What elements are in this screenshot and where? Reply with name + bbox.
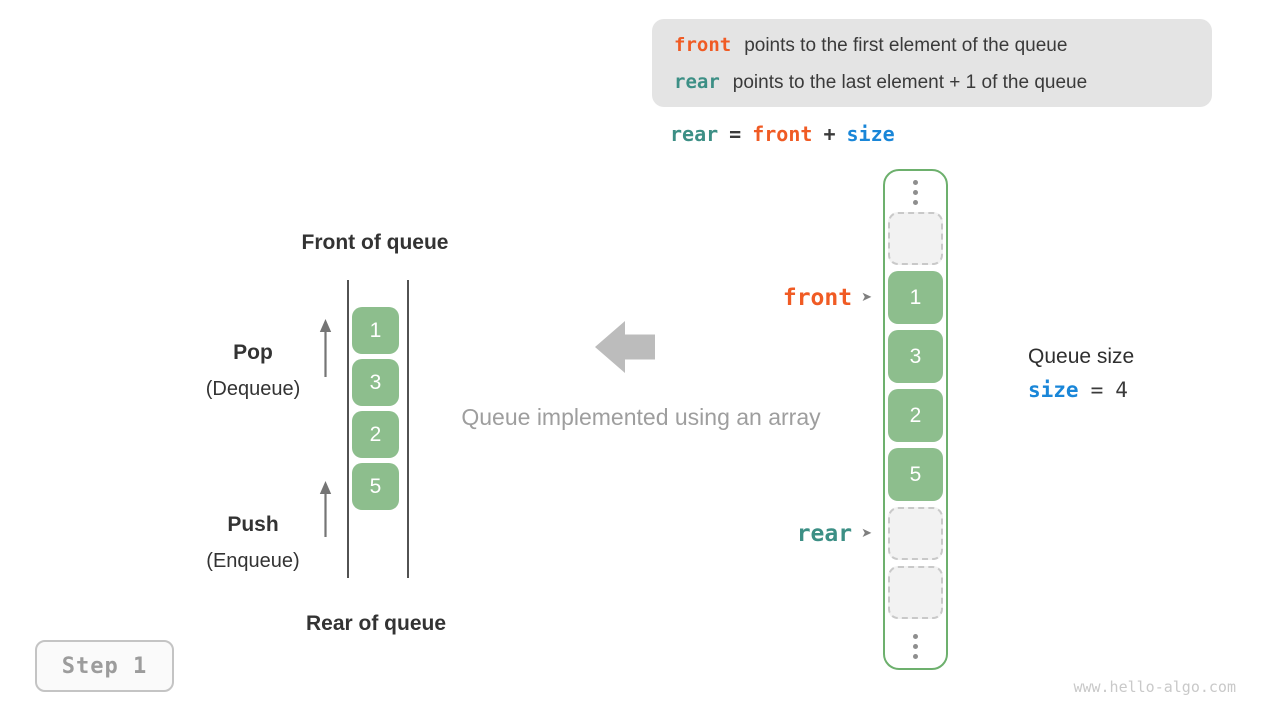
array-slot-filled: 2 xyxy=(888,389,943,442)
vertical-ellipsis-icon xyxy=(885,180,946,205)
equation-token: front xyxy=(752,122,813,146)
equation-token: + xyxy=(823,122,836,146)
diagram-caption: Queue implemented using an array xyxy=(461,404,821,430)
watermark: www.hello-algo.com xyxy=(1073,678,1236,696)
size-variable: size xyxy=(1028,378,1079,402)
queue-element-box: 3 xyxy=(352,359,399,406)
legend-line: front points to the first element of the … xyxy=(674,27,1212,64)
equation-token: rear xyxy=(670,122,719,146)
vertical-ellipsis-icon xyxy=(885,634,946,659)
queue-element-box: 5 xyxy=(352,463,399,510)
equation-token: = xyxy=(729,122,742,146)
array-slots: 1 3 2 5 xyxy=(888,212,943,619)
size-equals: = xyxy=(1090,378,1104,402)
queue-size-panel: Queue size size = 4 xyxy=(1028,345,1134,402)
push-label: Push xyxy=(227,513,279,536)
front-of-queue-label: Front of queue xyxy=(301,231,449,254)
enqueue-label: (Enqueue) xyxy=(206,550,300,572)
legend-line: rear points to the last element + 1 of th… xyxy=(674,64,1212,101)
pointer-legend-box: front points to the first element of the … xyxy=(652,19,1212,107)
pop-label: Pop xyxy=(233,341,273,364)
front-pointer-text: front xyxy=(782,285,853,311)
push-operation-label: Push (Enqueue) xyxy=(206,506,299,580)
dequeue-label: (Dequeue) xyxy=(205,378,301,400)
push-up-arrow-icon xyxy=(319,481,332,537)
front-pointer-label: front ➤ xyxy=(783,283,872,313)
array-slot-empty xyxy=(888,212,943,265)
array-slot-filled: 1 xyxy=(888,271,943,324)
rear-pointer-text: rear xyxy=(796,521,853,547)
left-block-arrow-icon xyxy=(595,321,655,373)
legend-text: points to the first element of the queue xyxy=(744,35,1068,56)
array-slot-empty xyxy=(888,507,943,560)
equation-token: size xyxy=(846,122,895,146)
pointer-equation: rear = front + size xyxy=(670,122,895,146)
queue-elements: 1 3 2 5 xyxy=(352,307,399,510)
pop-operation-label: Pop (Dequeue) xyxy=(206,334,301,408)
rear-of-queue-label: Rear of queue xyxy=(305,612,447,635)
pop-up-arrow-icon xyxy=(319,319,332,377)
array-slot-empty xyxy=(888,566,943,619)
array-column: 1 3 2 5 xyxy=(883,169,948,670)
rear-pointer-label: rear ➤ xyxy=(797,519,872,549)
array-slot-filled: 5 xyxy=(888,448,943,501)
legend-keyword: front xyxy=(674,34,732,56)
queue-size-title: Queue size xyxy=(1028,345,1135,368)
queue-element-box: 1 xyxy=(352,307,399,354)
array-slot-filled: 3 xyxy=(888,330,943,383)
size-value: 4 xyxy=(1115,378,1128,402)
queue-channel-left-line xyxy=(347,280,349,578)
pointer-arrowhead-icon: ➤ xyxy=(861,290,872,305)
legend-keyword: rear xyxy=(674,71,720,93)
step-badge: Step 1 xyxy=(35,640,174,692)
queue-size-value-line: size = 4 xyxy=(1028,378,1134,402)
queue-channel-right-line xyxy=(407,280,409,578)
legend-text: points to the last element + 1 of the qu… xyxy=(732,72,1088,93)
queue-element-box: 2 xyxy=(352,411,399,458)
pointer-arrowhead-icon: ➤ xyxy=(861,526,872,541)
